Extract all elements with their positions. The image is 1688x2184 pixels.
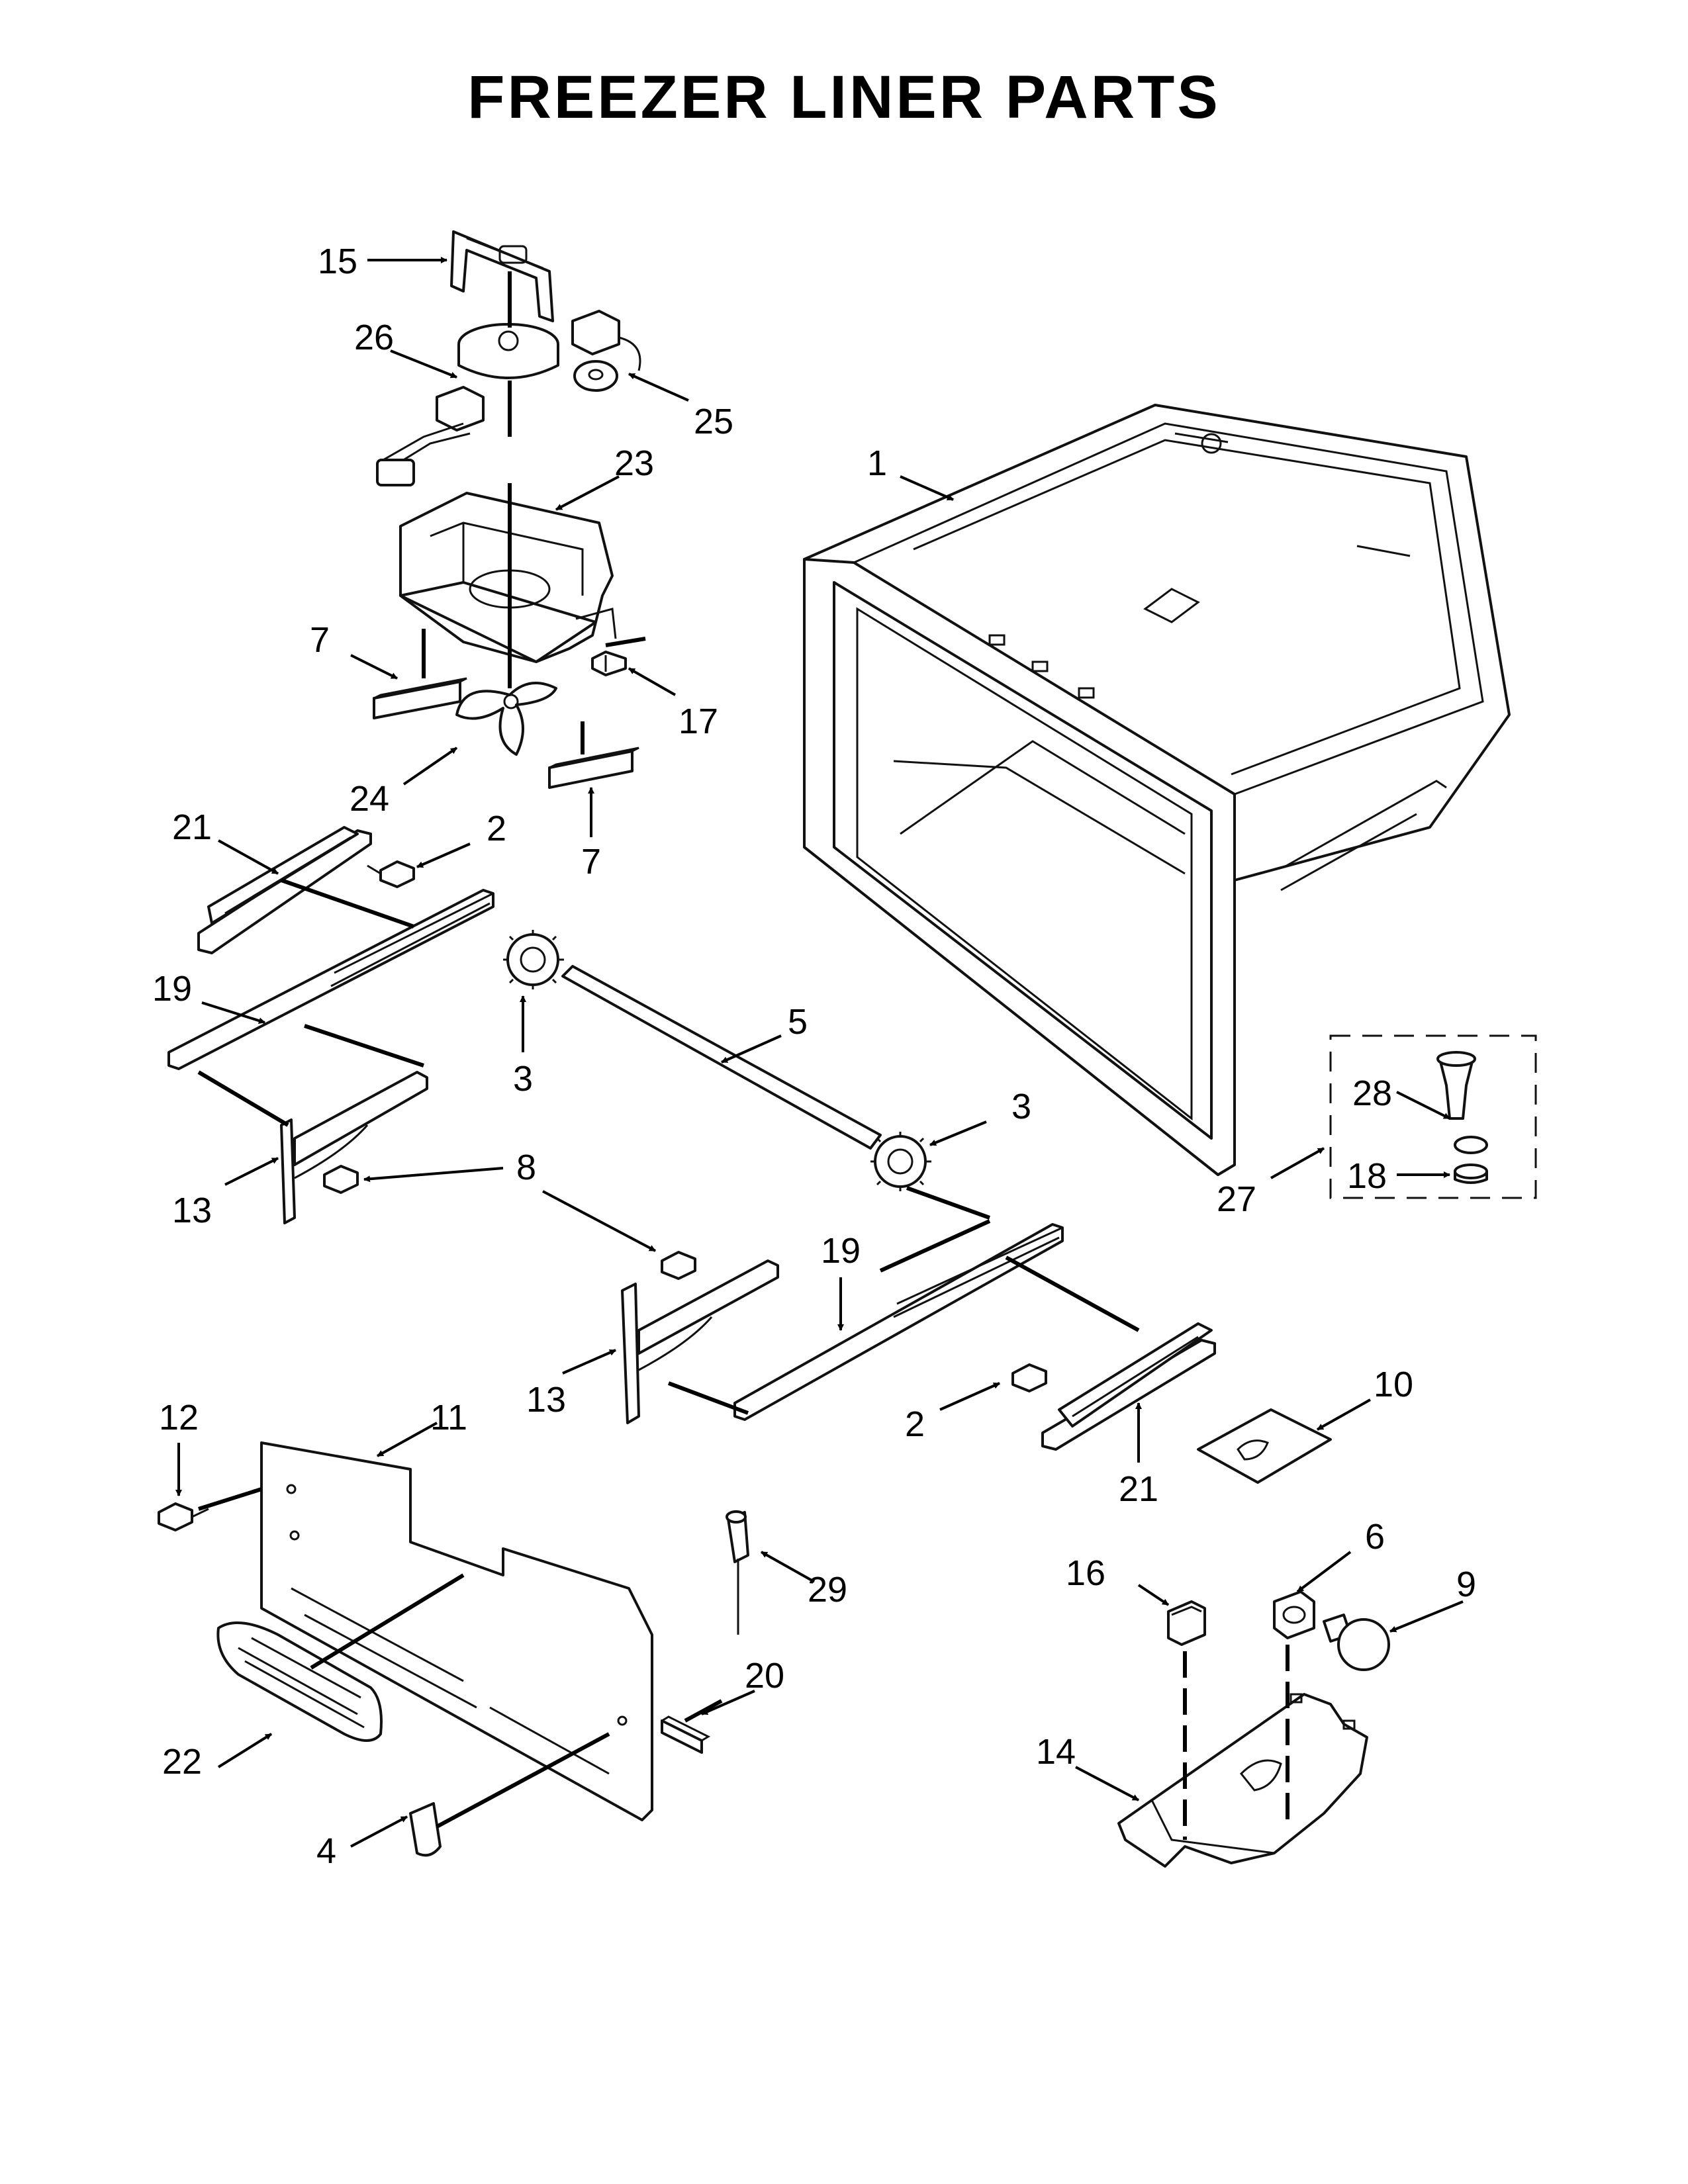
leader-lines — [175, 257, 1464, 1848]
part-gear-3a — [503, 930, 564, 989]
callout-12: 12 — [159, 1398, 199, 1437]
callout-4: 4 — [316, 1831, 336, 1871]
callout-labels: 15 26 25 23 1 7 17 24 7 21 2 19 3 5 3 13… — [152, 242, 1476, 1871]
callout-14: 14 — [1036, 1732, 1076, 1772]
part-screw-8b — [661, 1251, 696, 1280]
callout-25: 25 — [694, 402, 733, 441]
callout-13-left: 13 — [172, 1191, 212, 1230]
callout-11: 11 — [430, 1398, 467, 1437]
callout-6: 6 — [1365, 1517, 1385, 1557]
part-light-switch-16 — [1167, 1600, 1206, 1646]
callout-18: 18 — [1347, 1156, 1387, 1196]
part-slide-rail-19a — [167, 889, 494, 1070]
callout-21-left: 21 — [172, 807, 212, 847]
part-slide-support-21b — [1041, 1322, 1216, 1451]
callout-26: 26 — [354, 318, 394, 357]
callout-3-left: 3 — [513, 1059, 533, 1099]
part-gear-3b — [870, 1132, 931, 1191]
part-lamp-socket-6 — [1273, 1590, 1315, 1639]
callout-20: 20 — [745, 1656, 784, 1696]
part-rail-bracket-13b — [621, 1259, 779, 1424]
callout-10: 10 — [1374, 1365, 1413, 1404]
part-insulation-pad-10 — [1197, 1408, 1332, 1484]
part-foam-block-7b — [548, 747, 639, 789]
part-fan-bracket-15 — [450, 230, 554, 322]
part-slide-rail-19b — [733, 1223, 1064, 1421]
callout-22: 22 — [162, 1742, 202, 1782]
relationship-lines — [197, 271, 1289, 1840]
callout-3-right: 3 — [1011, 1087, 1031, 1126]
part-rail-bracket-13a — [280, 1071, 428, 1224]
part-screw-17 — [591, 651, 627, 676]
part-screw-2b — [1011, 1363, 1047, 1392]
part-light-housing-14 — [1117, 1693, 1368, 1868]
part-light-bulb-9 — [1323, 1614, 1390, 1671]
page-title: FREEZER LINER PARTS — [467, 64, 1221, 131]
callout-13-right: 13 — [526, 1380, 566, 1420]
part-freezer-liner — [803, 404, 1511, 1176]
callout-27: 27 — [1217, 1179, 1256, 1219]
part-seal-20 — [661, 1715, 711, 1754]
part-filter-kit-27 — [1329, 1034, 1537, 1199]
callout-15: 15 — [318, 242, 357, 281]
part-fan-motor-26 — [376, 323, 559, 486]
callout-28: 28 — [1352, 1073, 1392, 1113]
callout-19-left: 19 — [152, 969, 192, 1009]
callout-23: 23 — [614, 443, 654, 483]
part-fan-blade-24 — [455, 682, 557, 756]
part-clip-4 — [409, 1802, 442, 1857]
part-thermistor-25 — [571, 310, 641, 392]
part-grille-22 — [216, 1621, 383, 1742]
callout-2-left: 2 — [487, 809, 506, 848]
callout-29: 29 — [808, 1570, 847, 1610]
callout-7-bottom: 7 — [581, 842, 601, 882]
part-slide-support-21a — [197, 826, 372, 954]
callout-17: 17 — [679, 702, 718, 741]
callout-19-right: 19 — [821, 1231, 861, 1271]
part-screw-12 — [158, 1502, 209, 1531]
part-screw-2a — [367, 860, 415, 888]
callout-24: 24 — [350, 779, 389, 819]
part-screw-8a — [323, 1165, 359, 1194]
part-axle-5 — [561, 965, 882, 1150]
callout-9: 9 — [1456, 1565, 1476, 1604]
part-foam-block-7a — [373, 677, 467, 719]
callout-7-top: 7 — [310, 620, 330, 660]
callout-21-right: 21 — [1119, 1469, 1158, 1509]
part-air-tower-cover-11 — [260, 1441, 653, 1821]
callout-5: 5 — [788, 1002, 808, 1042]
callout-8: 8 — [516, 1148, 536, 1187]
callout-16: 16 — [1066, 1553, 1105, 1593]
callout-1: 1 — [867, 443, 887, 483]
part-thermistor-29 — [726, 1510, 749, 1635]
callout-2-right: 2 — [905, 1404, 925, 1444]
